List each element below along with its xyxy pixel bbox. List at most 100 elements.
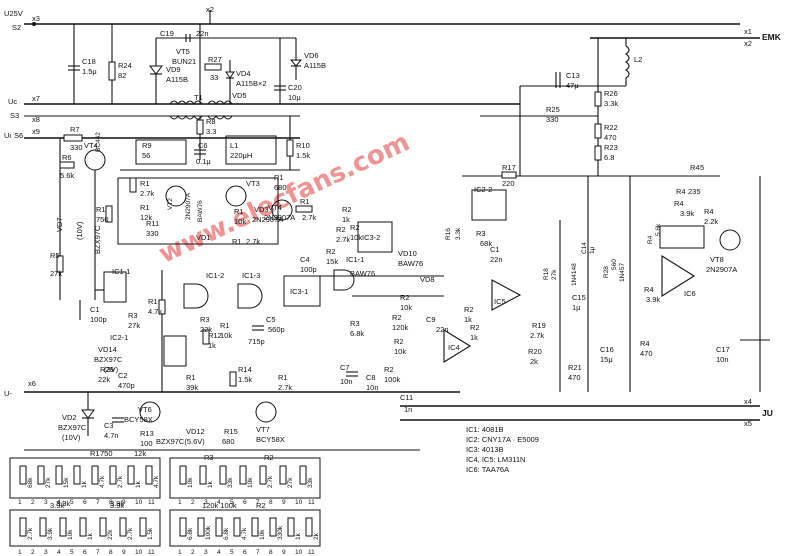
svg-text:R4: R4 <box>690 163 700 172</box>
svg-text:2.7k: 2.7k <box>302 213 316 222</box>
r8-r10-block: R8 3.3 R9 56 C6 0.1μ L1 220μH R10 1.5k <box>120 116 310 171</box>
svg-text:R1: R1 <box>274 173 284 182</box>
svg-text:x1: x1 <box>744 27 752 36</box>
svg-text:VT8: VT8 <box>710 255 724 264</box>
svg-text:R2: R2 <box>264 453 274 462</box>
svg-text:VT4: VT4 <box>268 203 282 212</box>
network-pin-number: 9 <box>282 549 286 556</box>
network-resistor <box>127 465 135 485</box>
svg-text:4.7k: 4.7k <box>148 307 162 316</box>
network-resistor <box>299 465 307 485</box>
svg-text:R6: R6 <box>62 153 72 162</box>
network-resistor-value: 2.7k <box>27 527 34 540</box>
network-resistor <box>215 517 223 537</box>
driver-block: R1 2.7k R1 750 R1 12k R11 330 VT2 2N2907… <box>96 173 316 246</box>
svg-text:C4: C4 <box>300 255 310 264</box>
ic1-1-block: IC1-1 C1 100p R3 27k IC2-1 VD14 BZX97C (… <box>79 267 187 390</box>
network-resistor-value: 2k <box>313 532 320 540</box>
svg-text:R13: R13 <box>140 429 154 438</box>
svg-text:3.9k: 3.9k <box>680 209 694 218</box>
svg-text:12k: 12k <box>134 449 146 458</box>
svg-text:5: 5 <box>700 163 704 172</box>
network-bottom-mid: 120k 100k R2 <box>169 501 321 547</box>
svg-text:R2: R2 <box>350 223 360 232</box>
network-pin-number: 3 <box>204 549 208 556</box>
svg-text:BCY58X: BCY58X <box>124 415 153 424</box>
svg-text:C20: C20 <box>288 83 302 92</box>
svg-text:330: 330 <box>146 229 159 238</box>
svg-text:BC442: BC442 <box>95 132 102 152</box>
svg-text:BAW76: BAW76 <box>350 269 375 278</box>
svg-text:A115B: A115B <box>304 61 326 70</box>
svg-text:6.8k: 6.8k <box>350 329 364 338</box>
svg-text:x3: x3 <box>32 14 40 23</box>
svg-text:VT5: VT5 <box>176 47 190 56</box>
svg-text:R1: R1 <box>232 237 242 246</box>
svg-text:BZX97C(5.6V): BZX97C(5.6V) <box>156 437 205 446</box>
svg-text:VD12: VD12 <box>186 427 205 436</box>
svg-text:3.3k: 3.3k <box>604 99 618 108</box>
network-resistor <box>91 465 99 485</box>
svg-text:R9: R9 <box>142 141 152 150</box>
svg-text:47μ: 47μ <box>566 81 579 90</box>
network-top-mid: R3 R2 <box>169 453 321 499</box>
svg-text:R24: R24 <box>118 61 132 70</box>
network-pin-number: 5 <box>70 549 74 556</box>
svg-text:BAW76: BAW76 <box>197 200 204 222</box>
svg-text:10k: 10k <box>350 233 362 242</box>
svg-text:R1: R1 <box>96 205 106 214</box>
network-pin-number: 10 <box>135 549 143 556</box>
svg-text:560p: 560p <box>268 325 285 334</box>
network-pin-number: 10 <box>295 549 303 556</box>
svg-text:x4: x4 <box>744 397 752 406</box>
network-resistor-value: 33k <box>307 477 314 488</box>
svg-text:R2: R2 <box>342 205 352 214</box>
svg-text:27k: 27k <box>50 269 62 278</box>
svg-text:Uc: Uc <box>8 97 17 106</box>
svg-text:IC5: IC5 <box>494 297 506 306</box>
network-pin-number: 2 <box>191 549 195 556</box>
svg-text:R2: R2 <box>470 323 480 332</box>
svg-text:470: 470 <box>568 373 581 382</box>
svg-text:R4: R4 <box>674 199 684 208</box>
svg-text:5.6k: 5.6k <box>60 171 74 180</box>
svg-text:IC2-2: IC2-2 <box>474 185 492 194</box>
network-resistor-value: 330k <box>277 525 284 540</box>
svg-text:U25V: U25V <box>4 9 23 18</box>
network-pin-number: 11 <box>148 549 155 556</box>
svg-text:VD5: VD5 <box>232 91 247 100</box>
svg-text:R21: R21 <box>568 363 582 372</box>
svg-text:1N457: 1N457 <box>619 262 626 282</box>
network-pin-number: 3 <box>44 499 48 506</box>
network-resistor <box>179 517 187 537</box>
svg-text:2.7k: 2.7k <box>246 237 260 246</box>
svg-text:R12: R12 <box>208 331 222 340</box>
svg-text:VD2: VD2 <box>62 413 77 422</box>
svg-text:BZX97C: BZX97C <box>93 225 102 254</box>
svg-text:R7: R7 <box>70 125 80 134</box>
svg-text:U-: U- <box>4 389 12 398</box>
network-pin-number: 4 <box>217 549 221 556</box>
svg-text:C5: C5 <box>266 315 276 324</box>
svg-text:2N2907A: 2N2907A <box>185 192 192 220</box>
network-resistor <box>219 465 227 485</box>
svg-text:x8: x8 <box>32 115 40 124</box>
svg-text:10k: 10k <box>220 331 232 340</box>
svg-text:BZX97C: BZX97C <box>94 355 123 364</box>
network-resistor-value: 4.7k <box>241 527 248 540</box>
svg-text:15k: 15k <box>326 257 338 266</box>
svg-text:R2: R2 <box>256 501 266 510</box>
svg-text:VD4: VD4 <box>236 69 251 78</box>
svg-text:R15: R15 <box>224 427 238 436</box>
svg-text:L1: L1 <box>230 141 238 150</box>
svg-text:IC1-1: IC1-1 <box>112 267 130 276</box>
svg-text:C19: C19 <box>160 29 174 38</box>
svg-text:R2: R2 <box>464 305 474 314</box>
svg-text:VD9: VD9 <box>166 65 181 74</box>
svg-text:VD3: VD3 <box>254 205 269 214</box>
transformer-t1: T1 <box>169 93 233 120</box>
network-pin-number: 11 <box>308 499 315 506</box>
svg-text:x6: x6 <box>28 379 36 388</box>
top-rail: U25V S2 x3 x2 <box>4 5 740 32</box>
